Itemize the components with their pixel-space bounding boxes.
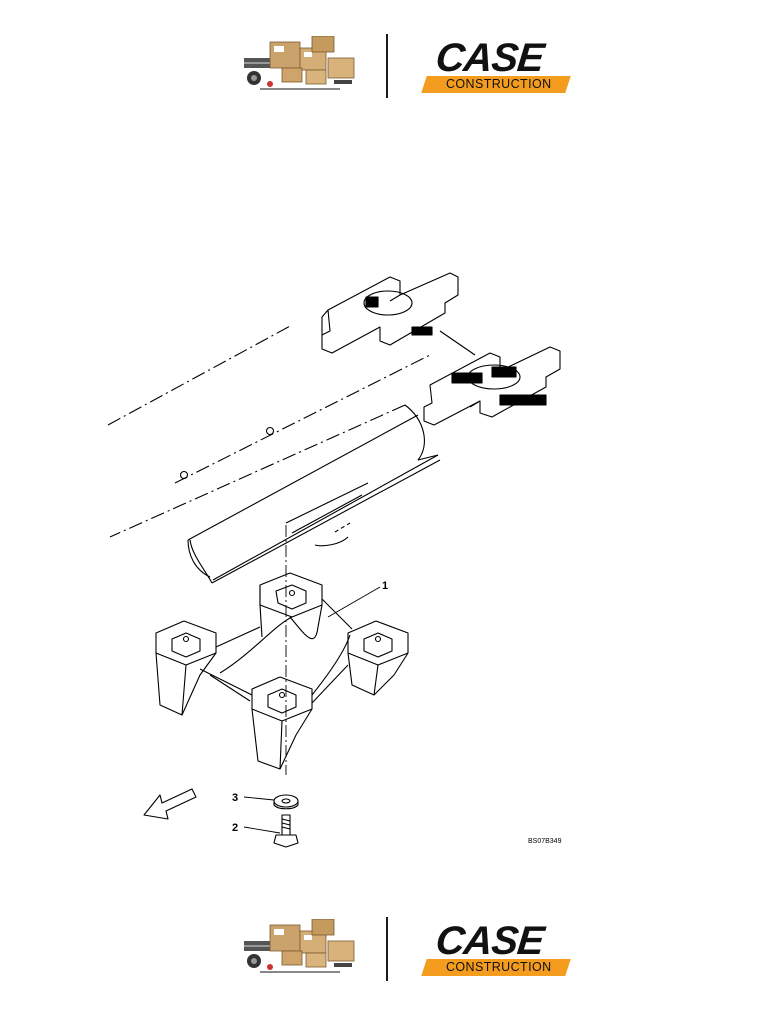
callout-3: 3 bbox=[232, 792, 238, 804]
callout-1: 1 bbox=[382, 580, 388, 592]
brand-subtitle: CONSTRUCTION bbox=[446, 960, 552, 974]
top-header: CASE CONSTRUCTION bbox=[0, 32, 768, 102]
callout-2: 2 bbox=[232, 822, 238, 834]
upper-roller-assembly-1 bbox=[321, 272, 476, 356]
brand-name: CASE bbox=[433, 919, 546, 963]
parts-boxes-photo bbox=[240, 918, 358, 977]
drawing-code: BS07B349 bbox=[528, 838, 562, 845]
track-frame-outline bbox=[107, 324, 441, 584]
brand-name: CASE bbox=[433, 36, 546, 80]
bottom-footer: CASE CONSTRUCTION bbox=[0, 915, 768, 985]
upper-roller-assembly-2 bbox=[423, 346, 561, 426]
exploded-parts-diagram: 1 2 3 BS07B349 bbox=[100, 255, 600, 855]
track-guide-part-1 bbox=[155, 572, 409, 770]
footer-divider bbox=[386, 917, 388, 981]
brand-subtitle: CONSTRUCTION bbox=[446, 77, 552, 91]
washer-part-3 bbox=[273, 794, 299, 810]
case-logo: CASE CONSTRUCTION bbox=[421, 36, 572, 98]
front-direction-arrow-icon bbox=[143, 788, 197, 820]
header-divider bbox=[386, 34, 388, 98]
parts-boxes-photo bbox=[240, 35, 358, 94]
bolt-part-2 bbox=[273, 814, 299, 848]
case-logo: CASE CONSTRUCTION bbox=[421, 919, 572, 981]
